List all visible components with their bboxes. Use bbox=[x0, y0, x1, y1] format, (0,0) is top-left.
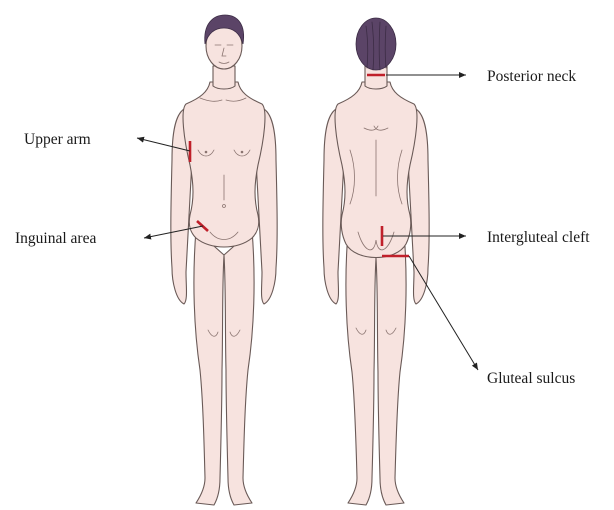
label-upper-arm: Upper arm bbox=[24, 131, 91, 148]
label-intergluteal-cleft: Intergluteal cleft bbox=[487, 229, 590, 246]
back-figure bbox=[323, 18, 429, 505]
label-inguinal-area: Inguinal area bbox=[15, 230, 96, 247]
label-gluteal-sulcus: Gluteal sulcus bbox=[487, 370, 575, 387]
label-posterior-neck: Posterior neck bbox=[487, 68, 576, 85]
front-figure bbox=[171, 15, 277, 505]
